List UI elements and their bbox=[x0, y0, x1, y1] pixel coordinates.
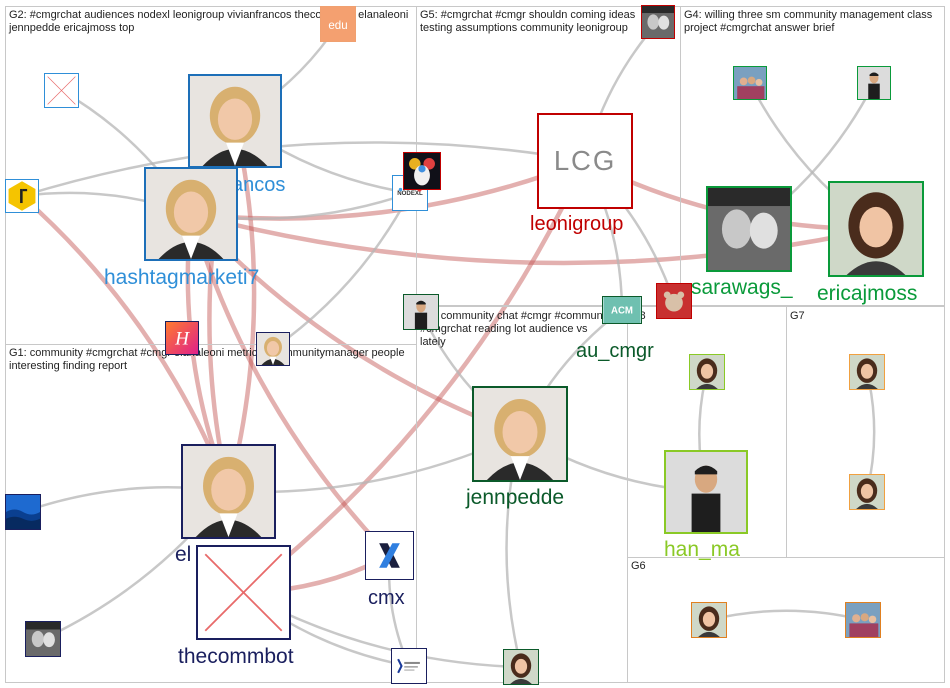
avatar-photo bbox=[708, 188, 790, 270]
group-label-g5: G5: #cmgrchat #cmgr shouldn coming ideas… bbox=[420, 9, 636, 34]
avatar-photo bbox=[504, 650, 538, 684]
avatar-photo bbox=[734, 67, 766, 99]
group-label-g4: G4: willing three sm community managemen… bbox=[684, 9, 933, 34]
svg-text:NODEXL: NODEXL bbox=[397, 190, 423, 197]
edge-hashtagmarketi7-to-cmx bbox=[188, 213, 392, 559]
avatar-photo bbox=[850, 355, 884, 389]
avatar-photo bbox=[830, 183, 922, 275]
node-g7-b[interactable] bbox=[849, 474, 885, 510]
edge-elanaleoni-to-vivianfrancos bbox=[226, 117, 257, 493]
node-g1-woman[interactable] bbox=[256, 332, 290, 366]
avatar-photo bbox=[692, 603, 726, 637]
avatar-photo bbox=[190, 76, 280, 166]
node-label-ericajmoss: ericajmoss bbox=[817, 282, 918, 305]
avatar-photo bbox=[690, 355, 724, 389]
node-g3-bottom[interactable] bbox=[503, 649, 539, 685]
avatar-photo bbox=[474, 388, 566, 480]
edge-leonigroup-to-g2-hex bbox=[19, 141, 586, 200]
node-g4-a[interactable] bbox=[733, 66, 767, 100]
node-leonigroup[interactable]: LCG bbox=[537, 113, 633, 209]
avatar-photo bbox=[850, 475, 884, 509]
node-cmx[interactable] bbox=[365, 531, 414, 580]
node-label-thecommbot: thecommbot bbox=[178, 645, 294, 668]
node-g8-woman[interactable] bbox=[689, 354, 725, 390]
group-label-g3: G3: community chat #cmgr #community #cmg… bbox=[420, 310, 614, 348]
group-label-g1: G1: community #cmgrchat #cmgr elanaleoni… bbox=[9, 347, 405, 372]
node-g4-b[interactable] bbox=[857, 66, 891, 100]
node-g6-a[interactable] bbox=[691, 602, 727, 638]
node-vivianfrancos[interactable] bbox=[188, 74, 282, 168]
hexagon-logo-icon bbox=[6, 180, 38, 212]
node-g5-penguin[interactable] bbox=[403, 152, 441, 190]
broken-image-icon bbox=[45, 74, 78, 107]
group-box-g4 bbox=[680, 6, 945, 306]
avatar-photo bbox=[183, 446, 274, 537]
node-g1-glasses[interactable] bbox=[25, 621, 61, 657]
node-g1-wave[interactable] bbox=[5, 494, 41, 530]
node-label-jennpedde: jennpedde bbox=[466, 486, 565, 509]
node-g2-edu[interactable]: edu bbox=[320, 6, 356, 42]
avatar-photo bbox=[846, 603, 880, 637]
node-g2-broken[interactable] bbox=[44, 73, 79, 108]
wave-logo-icon bbox=[6, 495, 40, 529]
node-label-cmx: cmx bbox=[368, 587, 405, 609]
avatar-photo bbox=[642, 6, 674, 38]
node-elanaleoni[interactable] bbox=[181, 444, 276, 539]
avatar-photo bbox=[858, 67, 890, 99]
group-label-g6: G6 bbox=[631, 560, 646, 572]
node-label-hashtagmarketi7: hashtagmarketi7 bbox=[104, 266, 260, 289]
node-g1-h[interactable]: H bbox=[165, 321, 199, 355]
edu-logo-icon: edu bbox=[321, 7, 355, 41]
node-g5-top[interactable] bbox=[641, 5, 675, 39]
broken-image-icon bbox=[198, 547, 289, 638]
cmx-doc-logo-icon bbox=[392, 649, 426, 683]
avatar-photo bbox=[666, 452, 746, 532]
svg-text:ACM: ACM bbox=[611, 305, 633, 316]
node-g7-a[interactable] bbox=[849, 354, 885, 390]
group-label-g2: G2: #cmgrchat audiences nodexl leonigrou… bbox=[9, 9, 409, 34]
node-thecommbot[interactable] bbox=[196, 545, 291, 640]
node-g5-bear[interactable] bbox=[656, 283, 692, 319]
node-g1-cmxlogo[interactable] bbox=[391, 648, 427, 684]
svg-text:edu: edu bbox=[328, 20, 347, 32]
node-label-elanaleoni: el bbox=[175, 543, 192, 566]
node-label-han_ma: han_ma bbox=[664, 538, 740, 561]
h-logo-icon: H bbox=[166, 322, 198, 354]
edge-thecommbot-to-leonigroup bbox=[242, 157, 588, 595]
node-g2-hex[interactable] bbox=[5, 179, 39, 213]
group-box-g7 bbox=[786, 306, 945, 558]
node-label-vivianfrancos: ancos bbox=[232, 174, 286, 196]
node-hashtagmarketi7[interactable] bbox=[144, 167, 238, 261]
node-sarawags_[interactable] bbox=[706, 186, 792, 272]
edge-g1-woman-to-g2-nodexl bbox=[272, 190, 412, 351]
node-au_cmgr[interactable]: ACM bbox=[602, 296, 642, 324]
avatar-photo bbox=[146, 169, 236, 259]
svg-text:H: H bbox=[174, 328, 190, 349]
acm-logo-icon: ACM bbox=[603, 297, 641, 323]
node-g6-b[interactable] bbox=[845, 602, 881, 638]
group-label-g7: G7 bbox=[790, 310, 805, 322]
node-g3-man[interactable] bbox=[403, 294, 439, 330]
node-label-sarawags_: sarawags_ bbox=[691, 276, 793, 299]
avatar-photo bbox=[26, 622, 60, 656]
lcg-logo-icon: LCG bbox=[539, 115, 631, 207]
svg-text:LCG: LCG bbox=[554, 145, 616, 176]
teddy-bear-icon bbox=[657, 284, 691, 318]
node-jennpedde[interactable] bbox=[472, 386, 568, 482]
node-han_ma[interactable] bbox=[664, 450, 748, 534]
group-box-g6 bbox=[627, 557, 945, 683]
cmx-x-logo-icon bbox=[366, 532, 413, 579]
avatar-photo bbox=[257, 333, 289, 365]
node-label-au_cmgr: au_cmgr bbox=[576, 340, 654, 362]
node-ericajmoss[interactable] bbox=[828, 181, 924, 277]
penguin-avatar-icon bbox=[404, 153, 440, 189]
node-label-leonigroup: leonigroup bbox=[530, 213, 624, 235]
avatar-photo bbox=[404, 295, 438, 329]
